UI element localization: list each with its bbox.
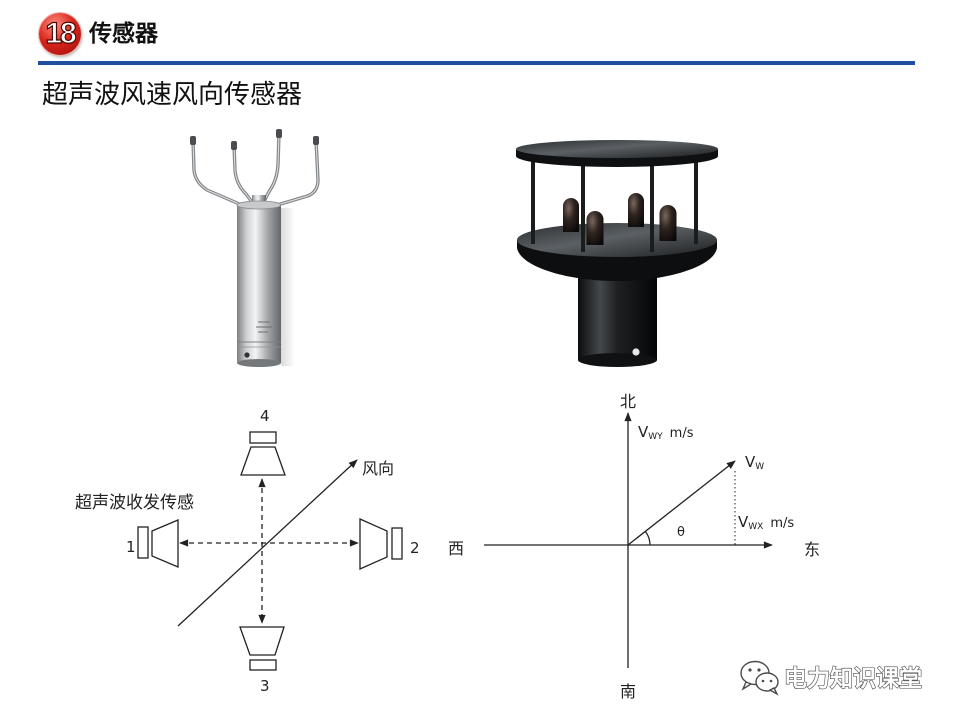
vwy-subscript: WY	[648, 432, 663, 442]
watermark-text: 电力知识课堂	[784, 665, 922, 692]
north-label: 北	[620, 392, 636, 411]
transducer-1-label: 1	[126, 538, 136, 556]
vwx-subscript: WX	[748, 522, 763, 532]
vw-label: VW	[745, 453, 764, 472]
theta-arc	[645, 531, 650, 545]
wechat-icon	[741, 662, 778, 695]
vwy-unit: m/s	[670, 426, 694, 441]
transducer-2-horn	[360, 519, 387, 569]
transducer-1-horn	[152, 520, 178, 567]
west-label: 西	[448, 539, 464, 558]
vw-subscript: W	[755, 462, 764, 472]
transducer-2-plate	[392, 528, 402, 559]
transducer-1-plate	[138, 527, 148, 558]
transducer-diagram: 4 1 2 3 风向 超声波收发传感	[75, 407, 420, 695]
transceiver-label: 超声波收发传感	[75, 493, 194, 513]
theta-label: θ	[677, 525, 685, 540]
transducer-2-label: 2	[410, 539, 420, 557]
watermark: 电力知识课堂	[741, 662, 922, 695]
vwx-unit: m/s	[770, 516, 794, 531]
sensor-photo-arms	[190, 129, 319, 367]
transducer-4-plate	[250, 432, 276, 443]
transducer-4-horn	[241, 447, 285, 475]
transducer-3-plate	[250, 660, 276, 670]
south-label: 南	[620, 682, 636, 701]
wind-direction-arrow	[178, 460, 357, 626]
transducer-3-label: 3	[260, 677, 270, 695]
wind-direction-label: 风向	[362, 459, 394, 478]
sensor-photo-dome	[516, 140, 718, 367]
east-label: 东	[804, 540, 820, 559]
transducer-4-label: 4	[260, 407, 270, 425]
transducer-3-horn	[240, 627, 284, 655]
